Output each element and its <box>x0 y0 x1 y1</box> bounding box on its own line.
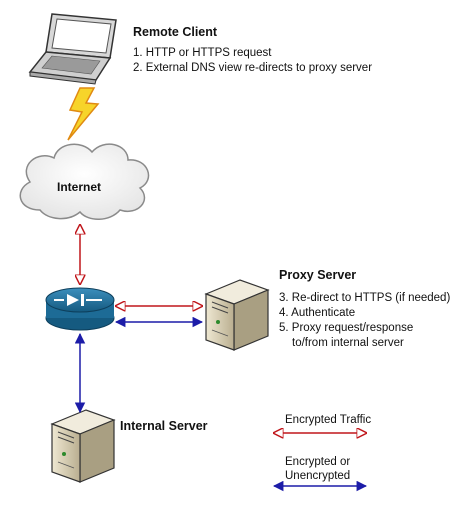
internet-label: Internet <box>57 180 102 194</box>
laptop-icon <box>28 13 117 85</box>
internet-cloud-icon <box>19 143 150 220</box>
lightning-icon <box>67 87 100 141</box>
proxy-server-step-5: 5. Proxy request/response <box>279 322 414 334</box>
proxy-server-step-5-cont: to/from internal server <box>292 337 404 349</box>
internal-server-title: Internal Server <box>120 419 208 433</box>
proxy-server-icon <box>204 279 270 351</box>
remote-client-title: Remote Client <box>133 25 218 39</box>
internal-server-icon <box>50 409 116 483</box>
legend-encrypted-label: Encrypted Traffic <box>285 414 372 426</box>
proxy-server-step-3: 3. Re-direct to HTTPS (if needed) <box>279 292 451 304</box>
remote-client-step-2: 2. External DNS view re-directs to proxy… <box>133 62 373 74</box>
router-icon <box>45 287 115 331</box>
legend-unencrypted-label-2: Unencrypted <box>285 470 351 482</box>
remote-client-step-1: 1. HTTP or HTTPS request <box>133 47 272 59</box>
proxy-server-step-4: 4. Authenticate <box>279 307 356 319</box>
legend-unencrypted-label-1: Encrypted or <box>285 456 351 468</box>
proxy-server-title: Proxy Server <box>279 268 357 282</box>
